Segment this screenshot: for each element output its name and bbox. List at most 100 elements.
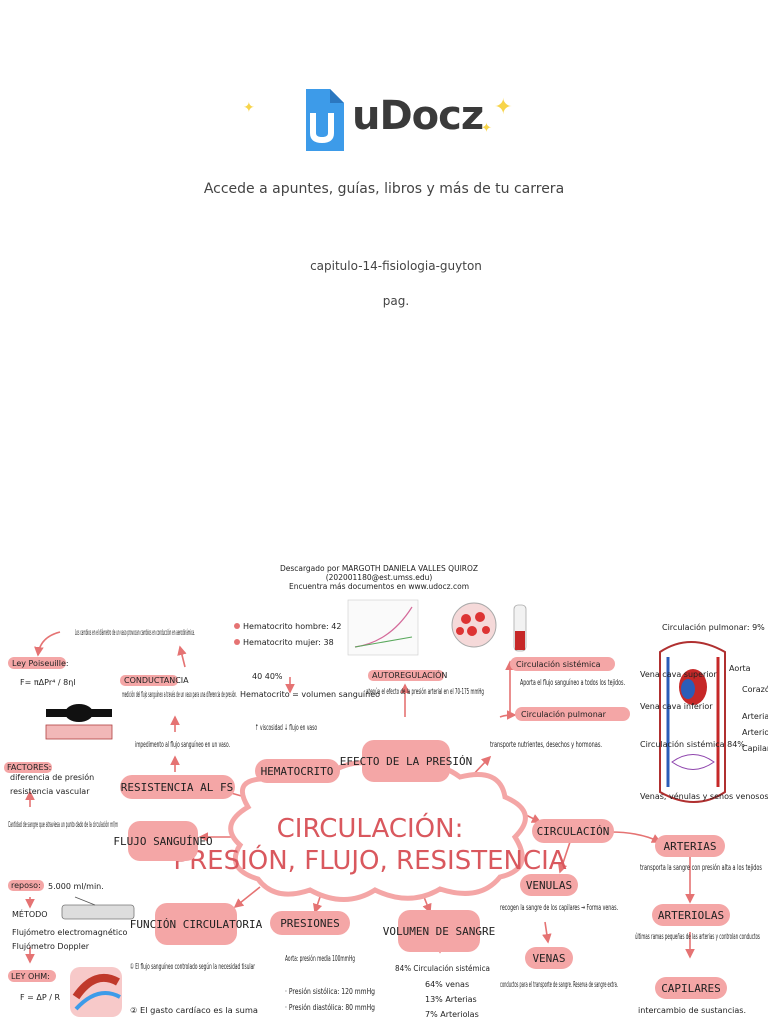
node-flujo-label: FLUJO SANGUÍNEO xyxy=(113,835,212,848)
note-presion-aorta: Aorta: presión media 100mmHg xyxy=(285,953,355,963)
note-volumen-1: 84% Circulación sistémica xyxy=(395,963,490,973)
document-icon xyxy=(306,89,344,151)
tag-poiseuille: Ley Poiseuille: xyxy=(8,657,69,669)
node-efecto-presion[interactable]: EFECTO DE LA PRESIÓN xyxy=(340,740,472,782)
note-transporte: transporte nutrientes, desechos y hormon… xyxy=(490,740,602,749)
diagram-label: Vena cava inferior xyxy=(640,702,713,711)
poiseuille-formula: F= πΔPr⁴ / 8ηl xyxy=(20,678,75,687)
tag-circ-sistemica: Circulación sistémica xyxy=(510,657,615,671)
tag-factores-label: FACTORES: xyxy=(7,763,51,772)
center-title-line1: CIRCULACIÓN: xyxy=(277,812,464,844)
note-metodo: MÉTODO xyxy=(12,908,48,919)
center-topic[interactable]: CIRCULACIÓN: PRESIÓN, FLUJO, RESISTENCIA xyxy=(173,760,567,902)
node-capilares[interactable]: CAPILARES xyxy=(655,977,727,999)
node-volumen-label: VOLUMEN DE SANGRE xyxy=(383,925,496,938)
note-funcion-2: ② El gasto cardíaco es la suma xyxy=(130,1006,258,1015)
note-presion-sistolica: · Presión sistólica: 120 mmHg xyxy=(285,986,375,996)
node-arterias[interactable]: ARTERIAS xyxy=(655,835,725,857)
factor-item: resistencia vascular xyxy=(10,787,90,796)
factor-item: diferencia de presión xyxy=(10,772,94,782)
ohm-formula: F = ΔP / R xyxy=(20,993,60,1002)
circulation-diagram: Circulación pulmonar: 9% Aorta Vena cava… xyxy=(640,622,768,803)
note-hema-hombre: Hematocrito hombre: 42 xyxy=(243,622,341,631)
tag-autoregulacion: AUTOREGULACIÓN xyxy=(368,669,447,681)
diagram-label: Aorta xyxy=(729,664,751,673)
tag-factores: FACTORES: xyxy=(4,762,52,773)
method-item: Flujómetro electromagnético xyxy=(12,927,128,937)
note-arteriolas: últimas ramas pequeñas de las arterias y… xyxy=(635,932,760,941)
diagram-label: Arterias 13% xyxy=(742,712,768,721)
node-resistencia[interactable]: RESISTENCIA AL FS xyxy=(120,775,235,799)
flowmeter-sketch xyxy=(61,896,135,920)
blood-cells-image xyxy=(451,602,527,652)
diagram-label: Corazón: 7% xyxy=(742,684,768,694)
node-arterias-label: ARTERIAS xyxy=(664,840,717,853)
tag-circ-sistemica-label: Circulación sistémica xyxy=(516,659,601,669)
node-capilares-label: CAPILARES xyxy=(661,982,721,995)
brand-text: uDocz xyxy=(352,93,484,139)
diagram-label: Circulación pulmonar: 9% xyxy=(662,622,765,632)
sparkle-icon: ✦ xyxy=(243,100,255,116)
node-hematocrito[interactable]: HEMATOCRITO xyxy=(255,759,340,783)
tag-ohm-label: LEY OHM: xyxy=(11,972,50,981)
page-label: pag. xyxy=(382,294,410,308)
udocz-logo[interactable]: uDocz xyxy=(300,85,484,157)
note-volumen-3: 13% Arterias xyxy=(425,995,477,1004)
tag-circ-pulmonar-label: Circulación pulmonar xyxy=(521,709,607,719)
sparkle-icon: ✦ xyxy=(494,95,513,120)
download-note-line: Descargado por MARGOTH DANIELA VALLES QU… xyxy=(279,564,479,573)
download-note-line: (202001180@est.umss.edu) xyxy=(325,573,433,582)
tag-ohm: LEY OHM: xyxy=(8,970,56,982)
tag-poiseuille-label: Ley Poiseuille: xyxy=(12,659,69,668)
bullet-dot xyxy=(234,623,240,629)
method-item: Flujómetro Doppler xyxy=(12,941,90,951)
note-presion-diastolica: · Presión diastólica: 80 mmHg xyxy=(285,1002,375,1012)
node-presiones[interactable]: PRESIONES xyxy=(270,911,350,935)
node-circulacion[interactable]: CIRCULACIÓN xyxy=(532,819,614,843)
document-title: capitulo-14-fisiologia-guyton xyxy=(310,259,482,273)
note-reposo: 5.000 ml/min. xyxy=(48,882,104,891)
note-cantidad: Cantidad de sangre que atraviesa un punt… xyxy=(8,819,118,829)
diagram-label: Vena cava superior xyxy=(640,670,717,679)
tag-conductancia-label: CONDUCTANCIA xyxy=(124,676,189,685)
node-venas-label: VENAS xyxy=(532,952,565,965)
note-circ-sistemica: Aporta el flujo sanguíneo a todos los te… xyxy=(520,678,625,687)
node-venulas[interactable]: VENULAS xyxy=(520,874,578,896)
tag-circ-pulmonar: Circulación pulmonar xyxy=(515,707,630,721)
center-title-line2: PRESIÓN, FLUJO, RESISTENCIA xyxy=(173,844,566,876)
note-diametro: Los cambios en el diámetro de un vaso pr… xyxy=(75,627,195,637)
note-impedimento: impedimento al flujo sanguíneo en un vas… xyxy=(135,740,230,749)
node-funcion-label: FUNCIÓN CIRCULATORIA xyxy=(130,918,263,931)
node-resistencia-label: RESISTENCIA AL FS xyxy=(121,781,234,794)
note-funcion-1: ① El flujo sanguíneo controlado según la… xyxy=(130,962,255,971)
node-funcion[interactable]: FUNCIÓN CIRCULATORIA xyxy=(130,903,263,945)
download-note: Descargado por MARGOTH DANIELA VALLES QU… xyxy=(0,564,758,591)
note-viscosidad: ↑ viscosidad ↓ flujo en vaso xyxy=(255,723,317,732)
diagram-label: Circulación sistémica 84% xyxy=(640,739,745,749)
bullet-dot xyxy=(234,639,240,645)
tag-conductancia: CONDUCTANCIA xyxy=(120,675,189,686)
note-volumen-2: 64% venas xyxy=(425,980,469,989)
sparkle-icon: ✦ xyxy=(481,121,492,136)
note-hema-nums: 40 40% xyxy=(252,672,283,681)
tag-autoregulacion-label: AUTOREGULACIÓN xyxy=(372,669,447,680)
note-autoregulacion: atenúa el efecto de la presión arterial … xyxy=(366,686,484,696)
node-venas[interactable]: VENAS xyxy=(525,947,573,969)
note-venas: conductos para el transporte de sangre. … xyxy=(500,980,618,989)
node-presiones-label: PRESIONES xyxy=(280,917,340,930)
note-arterias: transporta la sangre con presión alta a … xyxy=(640,862,762,872)
node-flujo[interactable]: FLUJO SANGUÍNEO xyxy=(113,821,213,861)
node-efecto-presion-label: EFECTO DE LA PRESIÓN xyxy=(340,755,472,768)
hematocrit-chart-thumbnail xyxy=(347,599,419,656)
tag-reposo: reposo: xyxy=(8,880,44,891)
note-hema-def: Hematocrito = volumen sanguíneo xyxy=(240,690,380,699)
tagline: Accede a apuntes, guías, libros y más de… xyxy=(203,181,565,197)
diagram-label: Venas, vénulas y senos venosos 64% xyxy=(640,791,768,801)
node-arteriolas[interactable]: ARTERIOLAS xyxy=(652,904,730,926)
download-note-line: Encuentra más documentos en www.udocz.co… xyxy=(288,582,470,591)
node-arteriolas-label: ARTERIOLAS xyxy=(658,909,724,922)
note-conductancia: medición del flujo sanguíneo a través de… xyxy=(122,689,237,699)
node-circulacion-label: CIRCULACIÓN xyxy=(537,825,610,838)
node-volumen[interactable]: VOLUMEN DE SANGRE xyxy=(383,910,496,952)
note-capilares: intercambio de sustancias. xyxy=(638,1006,746,1015)
